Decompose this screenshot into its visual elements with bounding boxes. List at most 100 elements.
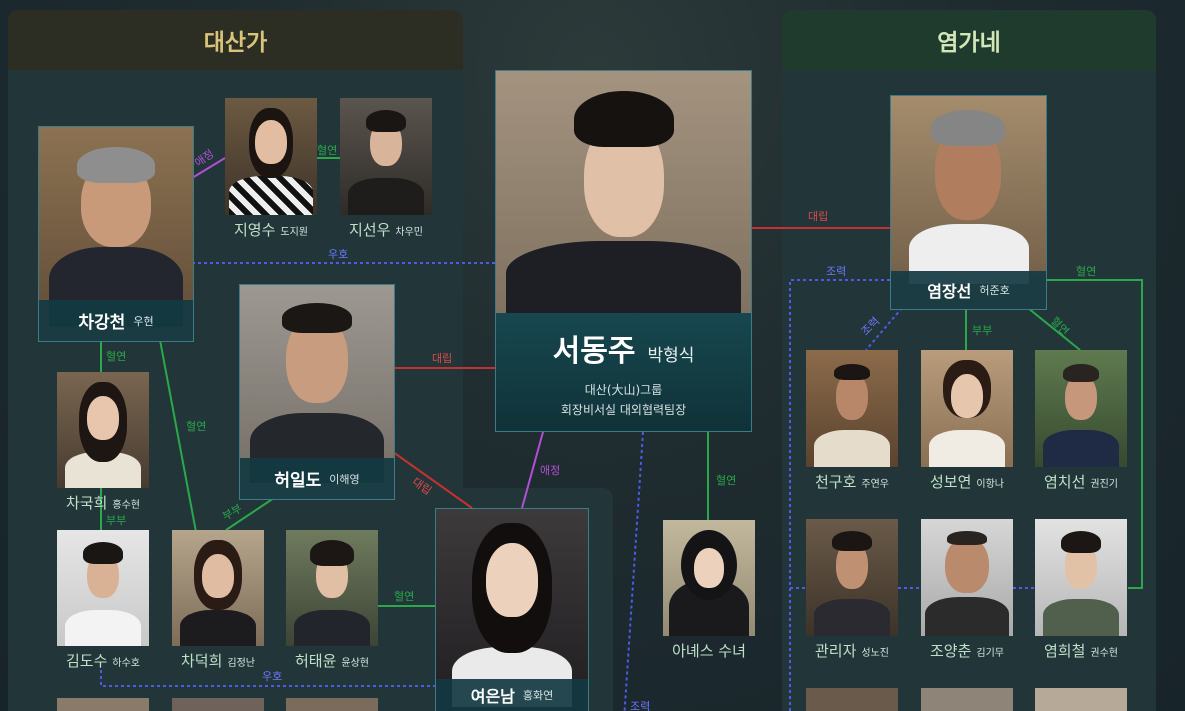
name-cha-gangcheon: 차강천: [78, 313, 126, 333]
portrait-partial-right-1[interactable]: [806, 688, 898, 711]
actor-seong-boyeon: 이항나: [976, 479, 1004, 490]
name-ji-yeongsu: 지영수: [233, 221, 276, 239]
relation-label-blood: 혈연: [317, 144, 338, 157]
caption-yeom-chiseon: 염치선 권진기: [1025, 471, 1137, 492]
portrait-partial-right-2[interactable]: [921, 688, 1013, 711]
relation-label-love: 애정: [540, 464, 561, 477]
portrait-jo-yangchun[interactable]: [921, 519, 1013, 636]
name-yeom-jangseon: 염장선: [927, 282, 972, 301]
actor-cheon-guho: 주연우: [861, 479, 889, 490]
actor-cha-gangcheon: 우현: [133, 314, 154, 328]
actor-yeom-jangseon: 허준호: [979, 284, 1010, 297]
portrait-heo-ildo[interactable]: 허일도 이해영: [239, 284, 395, 500]
portrait-yeom-chiseon[interactable]: [1035, 350, 1127, 467]
portrait-cha-gangcheon[interactable]: 차강천 우현: [38, 126, 194, 342]
name-jo-yangchun: 조양춘: [929, 642, 972, 660]
namebox-seo-dongju: 서동주 박형식 대산(大山)그룹 회장비서실 대외협력팀장: [496, 313, 751, 431]
name-yeom-huicheol: 염희철: [1043, 642, 1086, 660]
actor-yeom-huicheol: 권수현: [1090, 648, 1118, 659]
portrait-yeom-jangseon[interactable]: 염장선 허준호: [890, 95, 1047, 310]
name-yeom-chiseon: 염치선: [1043, 473, 1086, 491]
portrait-agnes[interactable]: [663, 520, 755, 636]
actor-jo-yangchun: 김기무: [976, 648, 1004, 659]
caption-cha-gukhui: 차국희 홍수현: [47, 492, 159, 513]
love-line-center-eunnam: [521, 431, 544, 509]
name-kim-dosu: 김도수: [65, 652, 108, 670]
caption-ji-yeongsu: 지영수 도지원: [215, 219, 327, 240]
caption-gwan-rija: 관리자 성노진: [796, 640, 908, 661]
caption-kim-dosu: 김도수 하수호: [47, 650, 159, 671]
portrait-kim-dosu[interactable]: [57, 530, 149, 646]
relation-label-blood: 혈연: [394, 590, 415, 603]
caption-jo-yangchun: 조양춘 김기무: [911, 640, 1023, 661]
portrait-partial-left-2[interactable]: [172, 698, 264, 711]
desc-seo-dongju-line1: 대산(大山)그룹: [584, 383, 663, 397]
portrait-seong-boyeon[interactable]: [921, 350, 1013, 467]
actor-kim-dosu: 하수호: [112, 658, 140, 669]
relation-label-blood: 혈연: [186, 420, 207, 433]
actor-ji-yeongsu: 도지원: [280, 227, 308, 238]
relation-label-friendly: 우호: [328, 248, 349, 261]
actor-ji-seonu: 차우민: [395, 227, 423, 238]
name-seong-boyeon: 성보연: [929, 473, 972, 491]
namebox-cha-gangcheon: 차강천 우현: [39, 300, 193, 341]
name-agnes: 아녜스 수녀: [672, 642, 746, 660]
portrait-cha-gukhui[interactable]: [57, 372, 149, 488]
name-heo-taeyun: 허태윤: [294, 652, 337, 670]
blood-line-yeom-huicheol: [1045, 279, 1143, 589]
namebox-yeo-eunnam: 여은남 홍화연: [436, 679, 588, 711]
left-family-title: 대산가: [203, 30, 268, 56]
caption-heo-taeyun: 허태윤 윤상현: [276, 650, 388, 671]
actor-gwan-rija: 성노진: [861, 648, 889, 659]
rival-line-ildo-eunnam: [392, 451, 473, 509]
name-cha-deokhui: 차덕희: [180, 652, 223, 670]
actor-cha-gukhui: 홍수현: [112, 500, 140, 511]
name-ji-seonu: 지선우: [348, 221, 391, 239]
left-family-title-bar: 대산가: [8, 10, 463, 70]
relation-label-friendly: 우호: [262, 670, 283, 683]
portrait-yeo-eunnam[interactable]: 여은남 홍화연: [435, 508, 589, 711]
caption-ji-seonu: 지선우 차우민: [330, 219, 442, 240]
name-cheon-guho: 천구호: [814, 473, 857, 491]
actor-heo-ildo: 이해영: [329, 472, 360, 486]
relation-label-spouse: 부부: [972, 324, 993, 337]
portrait-heo-taeyun[interactable]: [286, 530, 378, 646]
relation-label-blood: 혈연: [1076, 265, 1097, 278]
spouse-line-ildo-deokhui: [225, 497, 275, 531]
desc-seo-dongju-line2: 회장비서실 대외협력팀장: [560, 403, 687, 417]
blood-line-cha-deokhui: [159, 339, 197, 533]
support-line-center-down: [623, 431, 644, 711]
relation-label-rivalry: 대립: [808, 210, 829, 223]
blood-line-yeom-chiseon: [1027, 307, 1081, 351]
name-cha-gukhui: 차국희: [65, 494, 108, 512]
relation-label-support: 조력: [826, 265, 847, 278]
portrait-seo-dongju[interactable]: 서동주 박형식 대산(大山)그룹 회장비서실 대외협력팀장: [495, 70, 752, 432]
caption-seong-boyeon: 성보연 이항나: [911, 471, 1023, 492]
relation-label-rivalry: 대립: [432, 352, 453, 365]
portrait-partial-left-1[interactable]: [57, 698, 149, 711]
name-yeo-eunnam: 여은남: [470, 687, 515, 706]
relation-label-blood: 혈연: [716, 474, 737, 487]
portrait-yeom-huicheol[interactable]: [1035, 519, 1127, 636]
actor-heo-taeyun: 윤상현: [341, 658, 369, 669]
name-seo-dongju: 서동주: [552, 334, 636, 369]
relation-label-support: 조력: [630, 700, 651, 711]
caption-cha-deokhui: 차덕희 김정난: [162, 650, 274, 671]
right-family-title-bar: 염가네: [782, 10, 1156, 70]
portrait-cha-deokhui[interactable]: [172, 530, 264, 646]
caption-yeom-huicheol: 염희철 권수현: [1025, 640, 1137, 661]
portrait-ji-seonu[interactable]: [340, 98, 432, 215]
actor-yeo-eunnam: 홍화연: [522, 689, 554, 702]
relation-label-spouse: 부부: [106, 514, 127, 527]
actor-cha-deokhui: 김정난: [227, 658, 255, 669]
portrait-gwan-rija[interactable]: [806, 519, 898, 636]
portrait-partial-left-3[interactable]: [286, 698, 378, 711]
portrait-cheon-guho[interactable]: [806, 350, 898, 467]
portrait-partial-right-3[interactable]: [1035, 688, 1127, 711]
actor-seo-dongju: 박형식: [647, 346, 695, 366]
name-heo-ildo: 허일도: [274, 471, 322, 491]
name-gwan-rija: 관리자: [814, 642, 857, 660]
portrait-ji-yeongsu[interactable]: [225, 98, 317, 215]
